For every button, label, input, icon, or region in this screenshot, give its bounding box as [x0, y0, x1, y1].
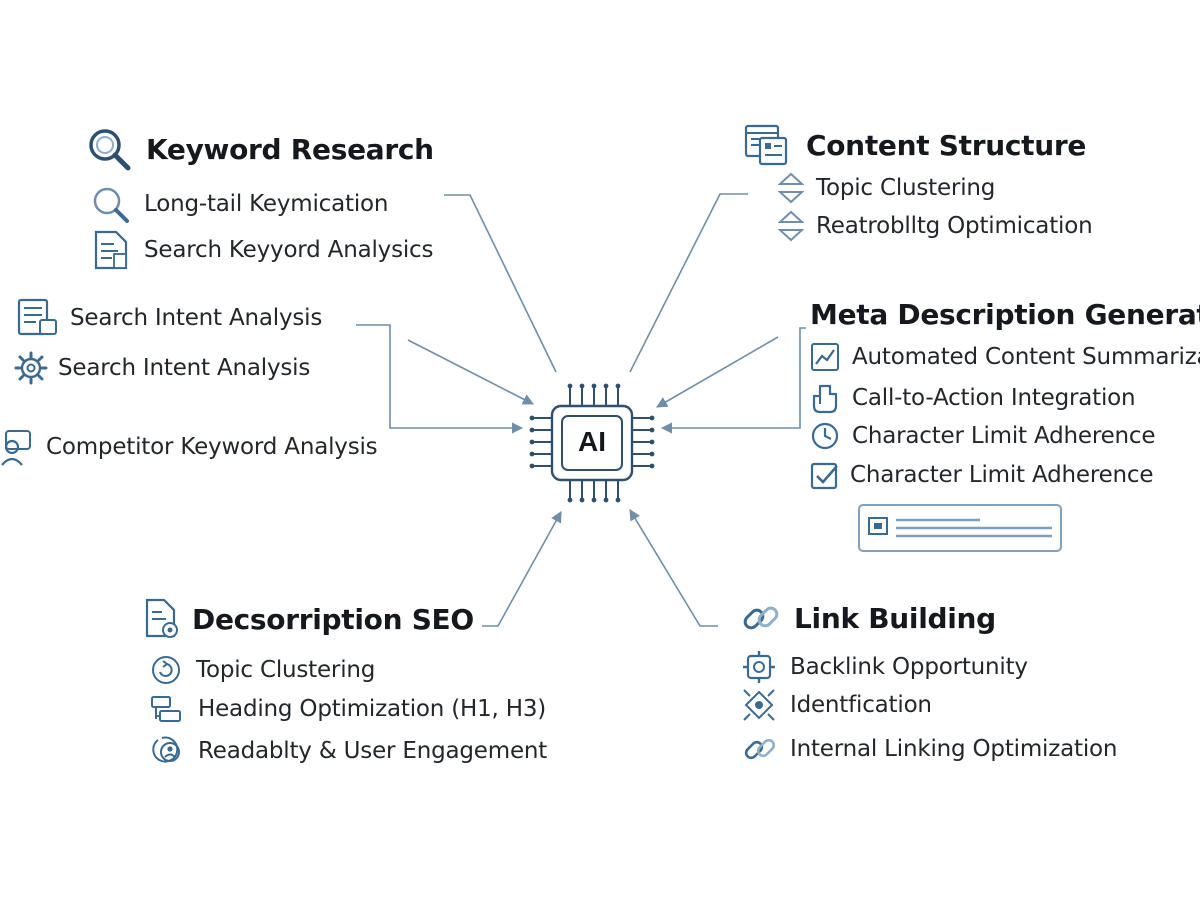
keyword-research-item-1: Long-tail Keymication: [90, 184, 388, 224]
topic-clustering-label: Topic Clustering: [816, 175, 996, 201]
meta-item-label-4: Character Limit Adherence: [850, 462, 1154, 488]
description-seo-heading-row: Decsorription SEO: [144, 598, 474, 640]
search-intent-item-3: Competitor Keyword Analysis: [0, 427, 378, 467]
meta-description-item-3: Character Limit Adherence: [810, 421, 1156, 451]
form-icon: [16, 298, 58, 338]
content-structure-heading-row: Content Structure: [744, 124, 1086, 166]
user-chat-icon: [0, 427, 34, 467]
chain-link-icon: [742, 731, 778, 767]
connector-meta-description: [660, 327, 806, 434]
layout-icon: [744, 124, 790, 166]
content-structure-heading: Content Structure: [806, 128, 1087, 162]
target-gear-icon: [742, 650, 776, 684]
keyword-research-heading: Keyword Research: [146, 132, 434, 166]
meta-item-label-1: Automated Content Summarization: [852, 344, 1200, 370]
keyword-research-heading-row: Keyword Research: [86, 126, 434, 172]
chip-label: AI: [578, 426, 606, 457]
link-building-item-2: Identfication: [742, 688, 932, 722]
circle-arrows-icon: [150, 654, 182, 686]
long-tail-label: Long-tail Keymication: [144, 191, 389, 217]
search-intent-item-1: Search Intent Analysis: [16, 298, 322, 338]
link-building-heading-row: Link Building: [740, 597, 996, 639]
meta-description-item-1: Automated Content Summarization: [810, 342, 1200, 372]
checkbox-icon: [810, 460, 840, 490]
document-icon: [92, 230, 130, 270]
trend-chart-icon: [810, 342, 840, 372]
link-item-label-3: Internal Linking Optimization: [790, 736, 1118, 762]
document-gear-icon: [144, 598, 180, 640]
chain-link-icon: [740, 597, 782, 639]
heading-blocks-icon: [150, 693, 184, 725]
link-item-label-1: Backlink Opportunity: [790, 654, 1028, 680]
link-building-item-3: Internal Linking Optimization: [742, 731, 1117, 767]
meta-description-heading-row: Meta Description Generation: [810, 298, 1200, 331]
meta-description-heading: Meta Description Generation: [810, 298, 1200, 331]
search-intent-item-2: Search Intent Analysis: [14, 350, 310, 386]
meta-description-item-2: Call-to-Action Integration: [810, 382, 1136, 414]
description-seo-heading: Decsorription SEO: [192, 602, 474, 636]
meta-description-item-4: Character Limit Adherence: [810, 460, 1154, 490]
connector-search-intent-2: [407, 339, 534, 405]
link-building-item-1: Backlink Opportunity: [742, 650, 1028, 684]
connector-search-intent-1: [356, 324, 524, 434]
keyword-research-item-2: Search Keyyord Analysics: [92, 230, 433, 270]
clock-icon: [810, 421, 840, 451]
readability-optimization-label: Reatroblltg Optimication: [816, 213, 1093, 239]
connector-description-seo: [482, 511, 562, 627]
content-structure-item-2: Reatroblltg Optimication: [778, 210, 1093, 242]
user-circle-icon: [150, 734, 184, 768]
magnifier-icon: [86, 126, 132, 172]
meta-preview-card: [858, 504, 1062, 552]
card-lines-icon: [868, 517, 1052, 538]
diamond-arrows-icon: [778, 172, 804, 204]
competitor-label: Competitor Keyword Analysis: [46, 434, 378, 460]
search-intent-label-1: Search Intent Analysis: [70, 305, 323, 331]
diamond-arrows-icon: [778, 210, 804, 242]
description-seo-item-2: Heading Optimization (H1, H3): [150, 693, 546, 725]
hand-pointer-icon: [810, 382, 840, 414]
description-item-label-3: Readablty & User Engagement: [198, 738, 548, 764]
search-analysis-label: Search Keyyord Analysics: [144, 237, 434, 263]
description-seo-item-1: Topic Clustering: [150, 654, 375, 686]
connector-content-structure: [629, 193, 748, 373]
link-building-heading: Link Building: [794, 601, 996, 635]
content-structure-item-1: Topic Clustering: [778, 172, 995, 204]
connector-keyword-research: [444, 194, 557, 373]
crosshair-icon: [742, 688, 776, 722]
ai-chip: AI: [522, 378, 662, 508]
gear-icon: [14, 350, 48, 386]
chip-icon: [529, 383, 655, 503]
meta-item-label-3: Character Limit Adherence: [852, 423, 1156, 449]
connector-link-building: [629, 509, 718, 627]
description-item-label-2: Heading Optimization (H1, H3): [198, 696, 547, 722]
meta-item-label-2: Call-to-Action Integration: [852, 385, 1136, 411]
link-item-label-2: Identfication: [790, 692, 932, 718]
search-intent-label-2: Search Intent Analysis: [58, 355, 311, 381]
magnifier-icon: [90, 184, 130, 224]
description-item-label-1: Topic Clustering: [196, 657, 376, 683]
description-seo-item-3: Readablty & User Engagement: [150, 734, 547, 768]
connector-meta-arrow: [656, 336, 779, 408]
